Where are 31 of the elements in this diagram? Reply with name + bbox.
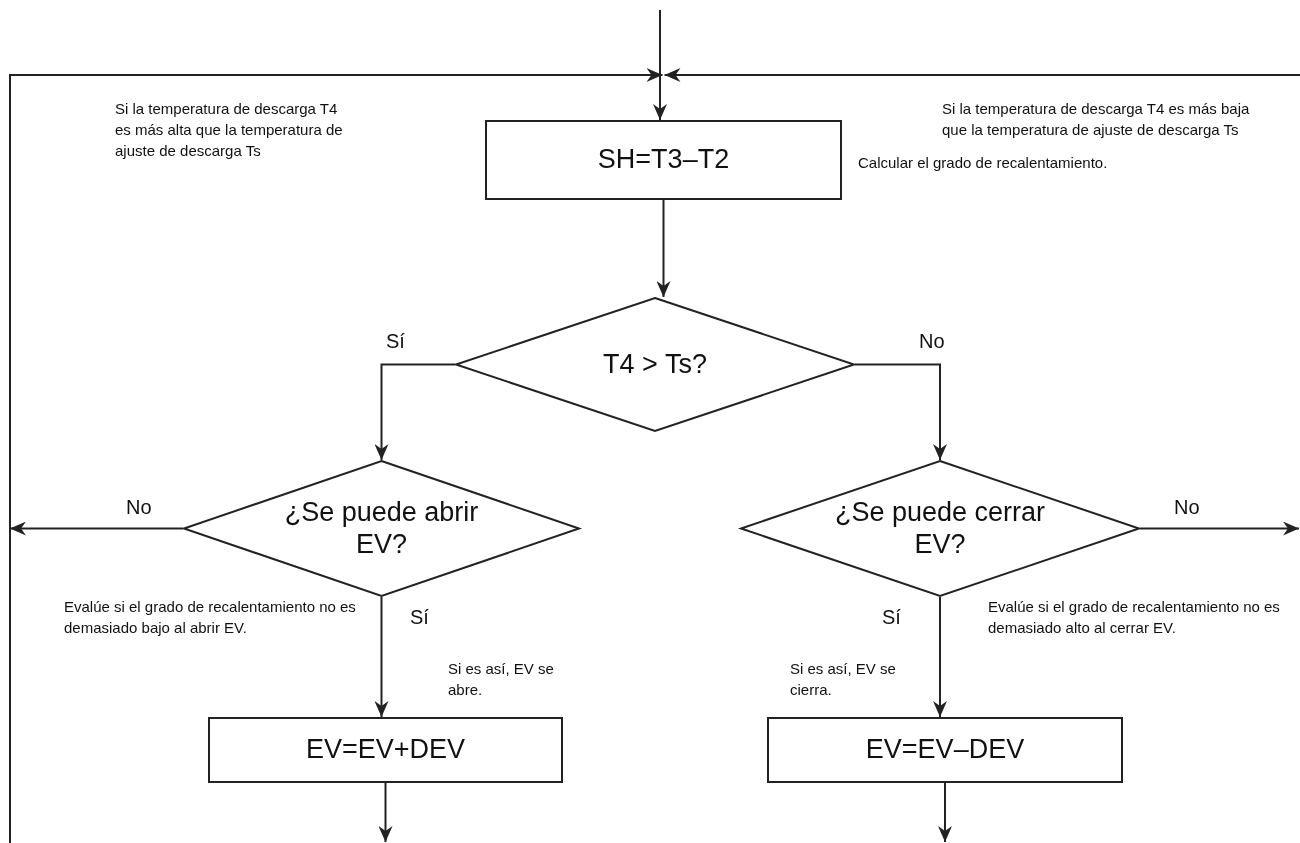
node-text: SH=T3–T2 [596,144,731,176]
note-text: Si es así, EV se cierra. [790,659,897,700]
node-text: EV=EV–DEV [864,734,1026,766]
arrow [933,596,947,718]
process-box [485,120,842,200]
arrow [1139,521,1300,536]
node-text: T4 > Ts? [602,348,708,380]
node-text: EV=EV+DEV [304,734,467,766]
note-text: Si la temperatura de descarga T4 es más baja que la temperatura de ajuste de descarga Ts [942,99,1251,140]
arrow [653,9,667,121]
annotation-text: Calcular el grado de recalentamiento. [858,153,1109,173]
decision-diamond [740,460,1140,597]
arrow [9,68,664,843]
arrow [374,363,456,461]
decision-diamond [183,460,580,597]
decision-diamond [455,297,855,432]
process-box [208,717,563,783]
arrow [378,782,393,843]
arrow [663,68,1300,82]
arrow [938,782,952,843]
note-text: Si la temperatura de descarga T4 es más alta que la temperatura de ajuste de descarga Ts [115,99,344,161]
arrow [9,521,184,536]
node-text: ¿Se puede abrir EV? [283,497,480,560]
node-text: ¿Se puede cerrar EV? [833,497,1047,560]
arrow [656,199,671,298]
note-text: Evalúe si el grado de recalentamiento no es demasiado bajo al abrir EV. [64,597,357,638]
note-text: Si es así, EV se abre. [448,659,555,700]
arrow [854,363,947,461]
note-text: Evalúe si el grado de recalentamiento no es demasiado alto al cerrar EV. [988,597,1281,638]
arrow [374,596,389,718]
process-box [767,717,1123,783]
